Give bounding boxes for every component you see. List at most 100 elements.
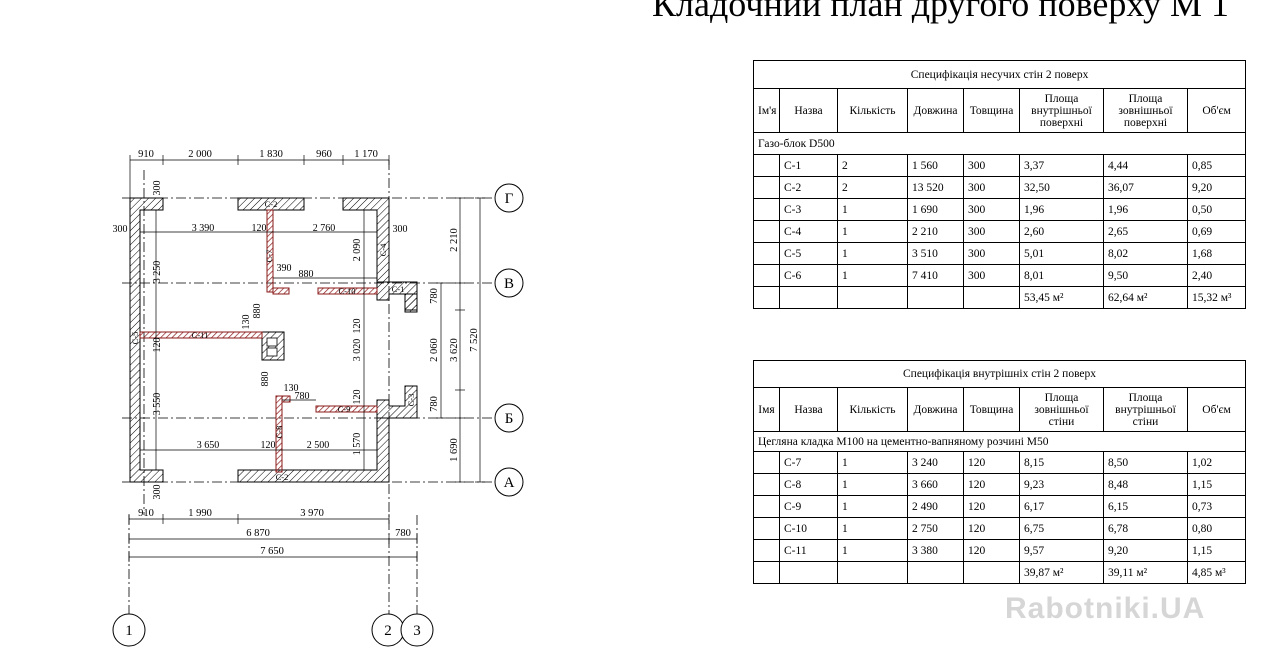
- dim-right-7520: 7 520: [469, 328, 480, 352]
- dim-300-left: 300: [113, 224, 128, 235]
- axis-bubble-b: Б: [505, 411, 514, 427]
- dim-bottom-910: 910: [138, 508, 154, 519]
- table1-header: Товщина: [963, 88, 1020, 133]
- table1-header: Кількість: [837, 88, 908, 133]
- table-cell: 1 560: [907, 154, 964, 177]
- table-cell: 1: [837, 242, 908, 265]
- table-cell: 300: [963, 154, 1020, 177]
- wall-inner-c7-stub: [272, 287, 290, 295]
- table-cell: 0,50: [1186, 198, 1247, 221]
- table2-header: Назва: [779, 387, 838, 432]
- dim-1570: 1 570: [352, 433, 363, 456]
- table-cell: [753, 495, 780, 518]
- table2-header: Площа зовнішньої стіни: [1019, 387, 1104, 432]
- table-cell: [753, 242, 780, 265]
- dim-2760: 2 760: [313, 223, 336, 234]
- totals-cell: [753, 286, 780, 309]
- dim-2090: 2 090: [352, 239, 363, 262]
- table-cell: С-3: [779, 198, 838, 221]
- wall-inner-c7-upper: [266, 209, 274, 293]
- table-cell: 300: [963, 198, 1020, 221]
- wall-label-c5: С-5: [130, 332, 140, 345]
- wall-bay-side: [404, 293, 418, 311]
- table1-group: Газо-блок D500: [752, 132, 1247, 155]
- table-cell: [753, 176, 780, 199]
- table-cell: 9,20: [1103, 539, 1188, 562]
- table-cell: 8,48: [1103, 473, 1188, 496]
- table-cell: 8,02: [1103, 242, 1188, 265]
- wall-inner-c9: [315, 405, 378, 413]
- totals-cell: [753, 561, 780, 584]
- wall-label-c2-bottom: С-2: [276, 472, 289, 482]
- dim-top-5: 1 170: [354, 149, 378, 160]
- table-cell: 1: [837, 198, 908, 221]
- table-cell: 6,15: [1103, 495, 1188, 518]
- wall-inner-c8-lower: [275, 395, 283, 473]
- table-cell: 2: [837, 176, 908, 199]
- table-cell: С-2: [779, 176, 838, 199]
- totals-cell: 39,87 м²: [1019, 561, 1104, 584]
- table-cell: 0,80: [1186, 517, 1247, 540]
- table1-header: Площа зовнішньої поверхні: [1103, 88, 1188, 133]
- table-cell: 1: [837, 473, 908, 496]
- watermark-text: Rabotniki.UA: [1005, 592, 1206, 625]
- table-cell: 1,96: [1103, 198, 1188, 221]
- table-cell: С-1: [779, 154, 838, 177]
- table1-header: Назва: [779, 88, 838, 133]
- wall-left: [129, 197, 164, 483]
- table-cell: 3,37: [1019, 154, 1104, 177]
- totals-cell: [837, 286, 908, 309]
- table-cell: С-4: [779, 220, 838, 243]
- table-cell: 1: [837, 220, 908, 243]
- table-cell: 2,60: [1019, 220, 1104, 243]
- wall-inner-c8-stub: [281, 395, 291, 403]
- dim-300-top-left: 300: [152, 181, 163, 196]
- wall-label-c3: С-3: [406, 394, 416, 407]
- table-cell: 9,23: [1019, 473, 1104, 496]
- wall-right-lower: [237, 417, 390, 483]
- table-cell: 3 660: [907, 473, 964, 496]
- dim-390: 390: [277, 263, 292, 274]
- dim-3250: 3 250: [152, 261, 163, 284]
- table2-header: Кількість: [837, 387, 908, 432]
- dim-120-e: 120: [261, 440, 276, 451]
- table-cell: 2,40: [1186, 264, 1247, 287]
- dim-bottom-6870: 6 870: [246, 528, 270, 539]
- dim-130-b: 130: [284, 383, 299, 394]
- dim-right-2060: 2 060: [429, 338, 440, 362]
- totals-cell: [837, 561, 908, 584]
- table-cell: 2 210: [907, 220, 964, 243]
- table-cell: С-8: [779, 473, 838, 496]
- axis-bubble-g: Г: [505, 191, 514, 207]
- table-cell: [753, 198, 780, 221]
- wall-label-c10: С-10: [339, 286, 356, 296]
- dim-3020: 3 020: [352, 339, 363, 362]
- dim-120-a: 120: [252, 223, 267, 234]
- table-cell: [753, 539, 780, 562]
- dim-right-780-a: 780: [429, 288, 440, 304]
- table-cell: 3 510: [907, 242, 964, 265]
- totals-cell: 4,85 м³: [1186, 561, 1247, 584]
- totals-cell: [779, 286, 838, 309]
- table-cell: 1: [837, 495, 908, 518]
- totals-cell: 53,45 м²: [1019, 286, 1104, 309]
- axis-bubble-3: 3: [413, 623, 421, 639]
- table-cell: 1: [837, 451, 908, 474]
- table-cell: 5,01: [1019, 242, 1104, 265]
- table1-header: Об'єм: [1186, 88, 1247, 133]
- table-cell: 120: [963, 495, 1020, 518]
- dim-right-3620: 3 620: [449, 338, 460, 362]
- table-cell: 7 410: [907, 264, 964, 287]
- dim-3390: 3 390: [192, 223, 215, 234]
- table-cell: 6,78: [1103, 517, 1188, 540]
- table-cell: С-11: [779, 539, 838, 562]
- table2-header: Товщина: [963, 387, 1020, 432]
- wall-label-c1-top: С-1: [392, 284, 405, 294]
